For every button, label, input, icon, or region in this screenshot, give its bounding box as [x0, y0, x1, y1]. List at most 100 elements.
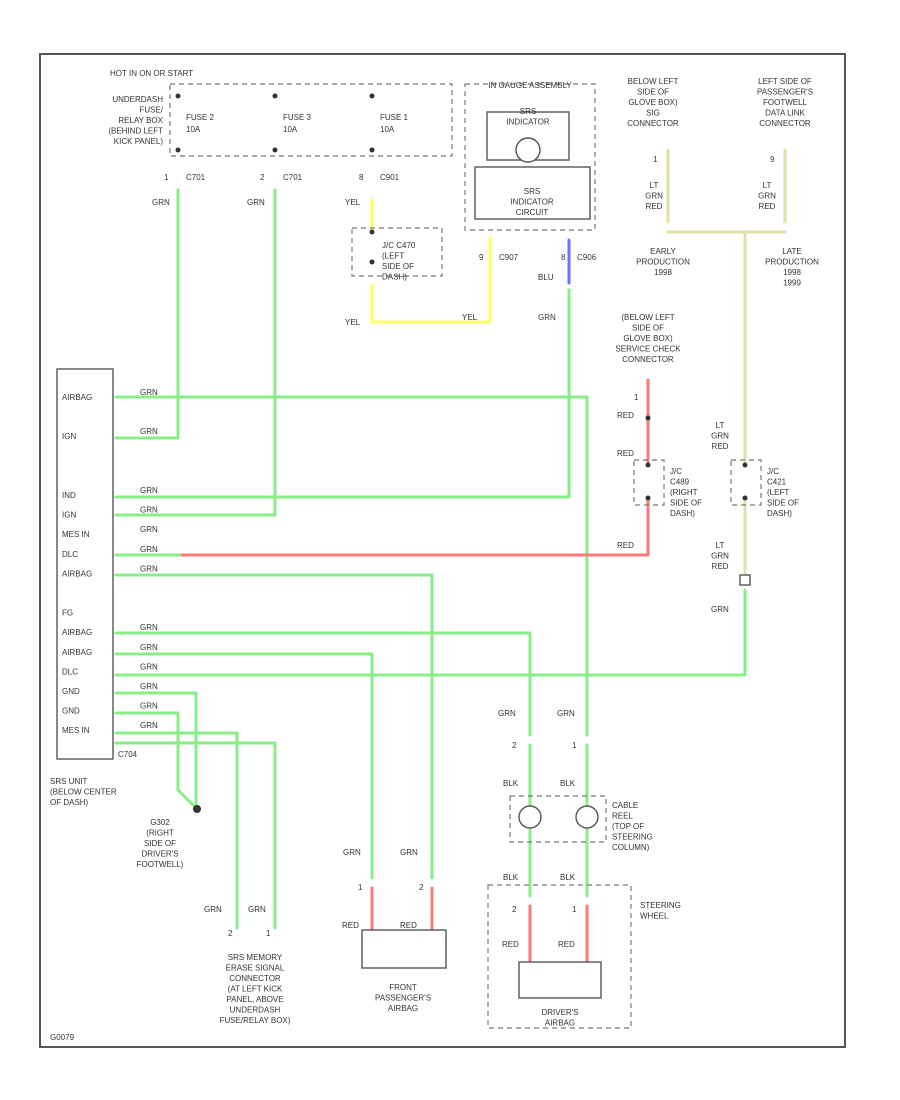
service-terminal — [645, 415, 651, 421]
text-line: UNDERDASH — [230, 1006, 281, 1015]
fuse-2-connector: C701 — [186, 173, 206, 182]
fuse3-wire-grn: GRN — [247, 198, 265, 207]
c421-connector — [739, 574, 751, 586]
srs-indicator-circuit — [474, 166, 591, 220]
text-line: SIG — [646, 109, 660, 118]
fuse1-wire-yel: YEL — [345, 198, 361, 207]
text-line: C489 — [670, 478, 690, 487]
text-line: SIDE OF — [637, 88, 669, 97]
srs-pin-wire-grn: GRN — [140, 721, 158, 730]
srs-pin-label: IGN — [62, 511, 76, 520]
wire-grn-fuse2 — [114, 188, 180, 440]
wire-yel-jc-indicator — [370, 236, 492, 324]
text-line: RED — [759, 202, 776, 211]
text-line: LT — [650, 181, 659, 190]
indicator-wire-blu: BLU — [538, 273, 554, 282]
fuse-3: FUSE 3 10A 2 C701 — [260, 93, 312, 182]
wire-grn-gnd2 — [114, 711, 198, 810]
cable-reel-coil-right — [575, 805, 599, 829]
wire-grn-dlc — [114, 588, 747, 677]
srs-pin-label: AIRBAG — [62, 569, 92, 578]
wire-grn-airbag-a — [114, 631, 532, 737]
srs-pin-label: AIRBAG — [62, 628, 92, 637]
fuse-3-connector: C701 — [283, 173, 303, 182]
jc-c489-outline — [633, 459, 665, 506]
drv-wire-red-2: RED — [558, 940, 575, 949]
fuse-3-rating: 10A — [283, 125, 298, 134]
text-line: SRS — [520, 107, 536, 116]
drv-wire-blk-1: BLK — [503, 873, 519, 882]
service-wire-red-1: RED — [617, 411, 634, 420]
indicator-lamp-icon — [515, 137, 541, 163]
fuse-1-name: FUSE 1 — [380, 113, 409, 122]
text-line: GLOVE BOX) — [628, 98, 678, 107]
text-line: PASSENGER'S — [375, 994, 431, 1003]
fuse-1-rating: 10A — [380, 125, 395, 134]
text-line: 1999 — [783, 279, 801, 288]
text-line: PANEL, ABOVE — [226, 995, 283, 1004]
erase-wire-grn-2: GRN — [248, 905, 266, 914]
sig-pin: 1 — [653, 155, 658, 164]
c489-wire-red: RED — [617, 541, 634, 550]
reel-wire-blk-2: BLK — [560, 779, 576, 788]
text-line: (LEFT — [767, 488, 789, 497]
text-line: SIDE OF — [144, 839, 176, 848]
indicator-conn-left: C907 — [499, 253, 519, 262]
service-pin: 1 — [634, 393, 639, 402]
text-line: BELOW LEFT — [628, 77, 679, 86]
text-line: CONNECTOR — [759, 119, 811, 128]
text-line: COLUMN) — [612, 843, 650, 852]
pass-wire-grn-2: GRN — [400, 848, 418, 857]
indicator-pin-right: 8 — [561, 253, 566, 262]
text-line: LT — [716, 421, 725, 430]
srs-pin-wire-grn: GRN — [140, 388, 158, 397]
text-line: CONNECTOR — [627, 119, 679, 128]
text-line: SERVICE CHECK — [615, 345, 681, 354]
text-line: INDICATOR — [506, 118, 549, 127]
text-line: FRONT — [389, 983, 417, 992]
text-line: GRN — [711, 432, 729, 441]
fuse-3-terminal-bottom — [272, 147, 278, 153]
srs-pin-label: AIRBAG — [62, 648, 92, 657]
text-line: CONNECTOR — [622, 355, 674, 364]
pass-pin-1: 1 — [358, 883, 363, 892]
text-line: GLOVE BOX) — [623, 334, 673, 343]
text-line: REEL — [612, 812, 633, 821]
srs-pin-label: IGN — [62, 432, 76, 441]
srs-unit-connector: C704 — [118, 750, 138, 759]
fuse-1: FUSE 1 10A 8 C901 — [359, 93, 409, 182]
jc-c421-outline — [730, 459, 762, 506]
text-line: CONNECTOR — [229, 974, 281, 983]
reel-wire-grn-2: GRN — [557, 709, 575, 718]
srs-pin-wire-grn: GRN — [140, 682, 158, 691]
wire-grn-pass2 — [114, 652, 374, 880]
jc-c470-pin-top — [369, 229, 375, 235]
text-line: STEERING — [640, 901, 681, 910]
text-line: OF DASH) — [50, 798, 89, 807]
drivers-airbag-module — [518, 961, 602, 999]
srs-pin-wire-grn: GRN — [140, 427, 158, 436]
text-line: SIDE OF — [382, 262, 414, 271]
text-line: (BELOW LEFT — [621, 313, 674, 322]
srs-pin-wire-grn: GRN — [140, 643, 158, 652]
srs-unit-box — [56, 368, 114, 760]
passenger-airbag-module — [361, 929, 447, 969]
dlc-pin: 9 — [770, 155, 775, 164]
indicator-bulb-label: SRS INDICATOR — [506, 107, 549, 127]
wire-grn-indicator — [114, 288, 571, 499]
wire-grn-gnd1 — [114, 691, 198, 810]
text-line: DASH) — [670, 509, 695, 518]
service-wire-red-2: RED — [617, 449, 634, 458]
text-line: INDICATOR — [510, 198, 553, 207]
